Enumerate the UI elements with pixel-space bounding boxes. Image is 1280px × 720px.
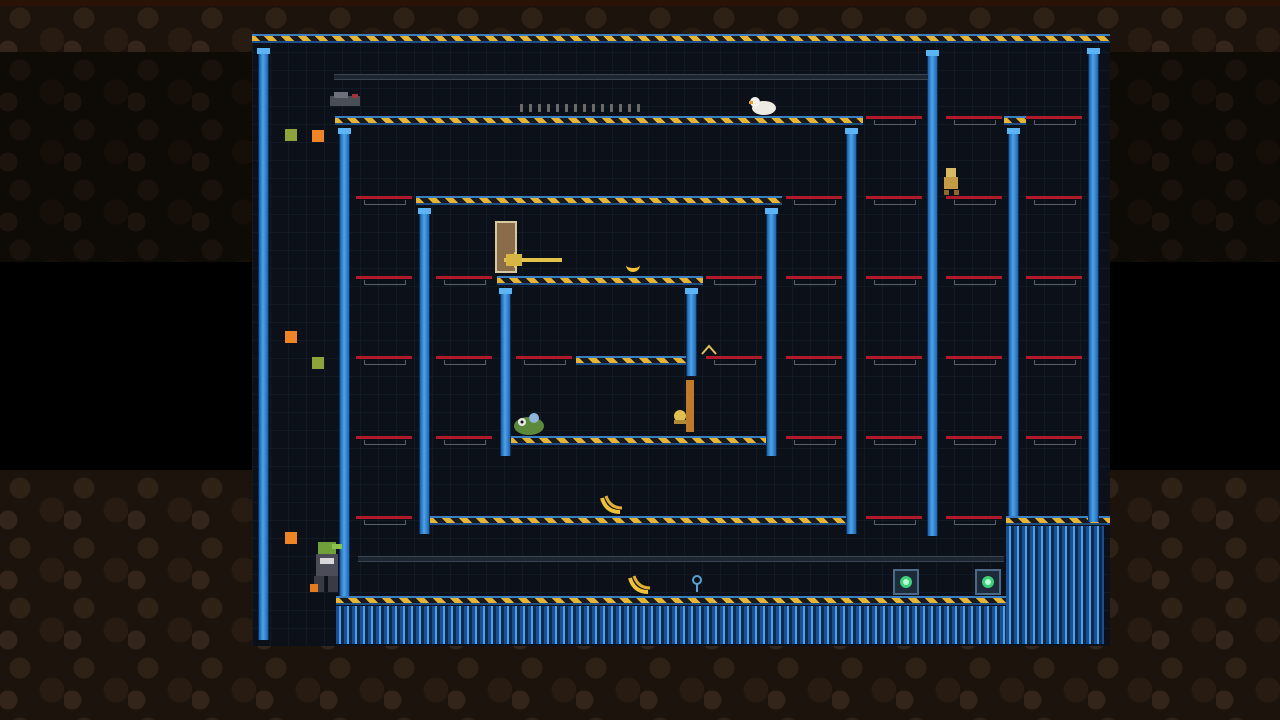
turret-icon	[330, 92, 360, 106]
red-shelf-platform	[946, 516, 1002, 525]
monkey-enemy-icon	[944, 168, 959, 195]
hazard-platform	[497, 276, 703, 285]
red-shelf-platform	[356, 276, 412, 285]
slime-creature-icon	[514, 413, 544, 435]
pillar	[418, 208, 431, 534]
spike-icon	[701, 344, 717, 355]
hazard-platform	[1004, 116, 1026, 125]
pillar	[1007, 128, 1020, 516]
red-shelf-platform	[866, 276, 922, 285]
red-shelf-platform	[436, 356, 492, 365]
red-shelf-platform	[706, 356, 762, 365]
red-shelf-platform	[1026, 196, 1082, 205]
red-shelf-platform	[786, 436, 842, 445]
elevator-door-icon	[674, 380, 694, 432]
level-arena	[252, 34, 1110, 646]
pillar	[338, 128, 351, 596]
generator-icon	[975, 569, 1001, 595]
debris-pile-icon	[520, 104, 640, 112]
pillar	[926, 50, 939, 536]
floor-hazard-beam	[336, 596, 1012, 605]
green-marker-square	[285, 129, 297, 141]
red-shelf-platform	[866, 356, 922, 365]
orange-marker-square	[285, 331, 297, 343]
pillar	[685, 288, 698, 376]
red-shelf-platform	[516, 356, 572, 365]
red-shelf-platform	[866, 516, 922, 525]
red-shelf-platform	[786, 196, 842, 205]
red-shelf-platform	[946, 436, 1002, 445]
red-shelf-platform	[356, 516, 412, 525]
banana-icon	[626, 264, 640, 272]
red-shelf-platform	[1026, 436, 1082, 445]
orange-marker-square	[285, 532, 297, 544]
red-shelf-platform	[436, 436, 492, 445]
floor-rail	[358, 556, 1004, 562]
hazard-platform	[1006, 516, 1110, 525]
trumpet-weapon-icon	[495, 221, 562, 273]
top-hazard-beam	[252, 34, 1110, 43]
hazard-platform	[510, 436, 768, 445]
red-shelf-platform	[356, 356, 412, 365]
player-character-icon[interactable]	[306, 538, 346, 596]
red-shelf-platform	[1026, 276, 1082, 285]
red-shelf-platform	[866, 116, 922, 125]
generator-icon	[893, 569, 919, 595]
pillar	[1087, 48, 1100, 522]
banana-bunch-icon	[600, 495, 623, 514]
pillar	[845, 128, 858, 534]
red-shelf-platform	[786, 276, 842, 285]
hazard-platform	[576, 356, 688, 365]
corner-grate-block	[1006, 526, 1104, 644]
red-shelf-platform	[436, 276, 492, 285]
green-marker-square	[312, 357, 324, 369]
chicken-enemy-icon	[749, 97, 776, 115]
pillar	[257, 48, 270, 640]
red-shelf-platform	[946, 196, 1002, 205]
red-shelf-platform	[706, 276, 762, 285]
hazard-platform	[335, 116, 863, 125]
floor-grate	[336, 606, 1010, 644]
red-shelf-platform	[356, 436, 412, 445]
red-shelf-platform	[1026, 116, 1082, 125]
pillar	[765, 208, 778, 456]
banana-bunch-icon	[628, 575, 651, 594]
cave-ceiling	[0, 0, 1280, 52]
red-shelf-platform	[1026, 356, 1082, 365]
red-shelf-platform	[946, 116, 1002, 125]
pillar	[499, 288, 512, 456]
red-shelf-platform	[866, 436, 922, 445]
red-shelf-platform	[356, 196, 412, 205]
hazard-platform	[430, 516, 850, 525]
orange-marker-square	[312, 130, 324, 142]
hazard-platform	[416, 196, 782, 205]
red-shelf-platform	[946, 276, 1002, 285]
red-shelf-platform	[786, 356, 842, 365]
red-shelf-platform	[946, 356, 1002, 365]
red-shelf-platform	[866, 196, 922, 205]
ceiling-rail	[334, 74, 928, 80]
key-icon	[692, 575, 702, 592]
